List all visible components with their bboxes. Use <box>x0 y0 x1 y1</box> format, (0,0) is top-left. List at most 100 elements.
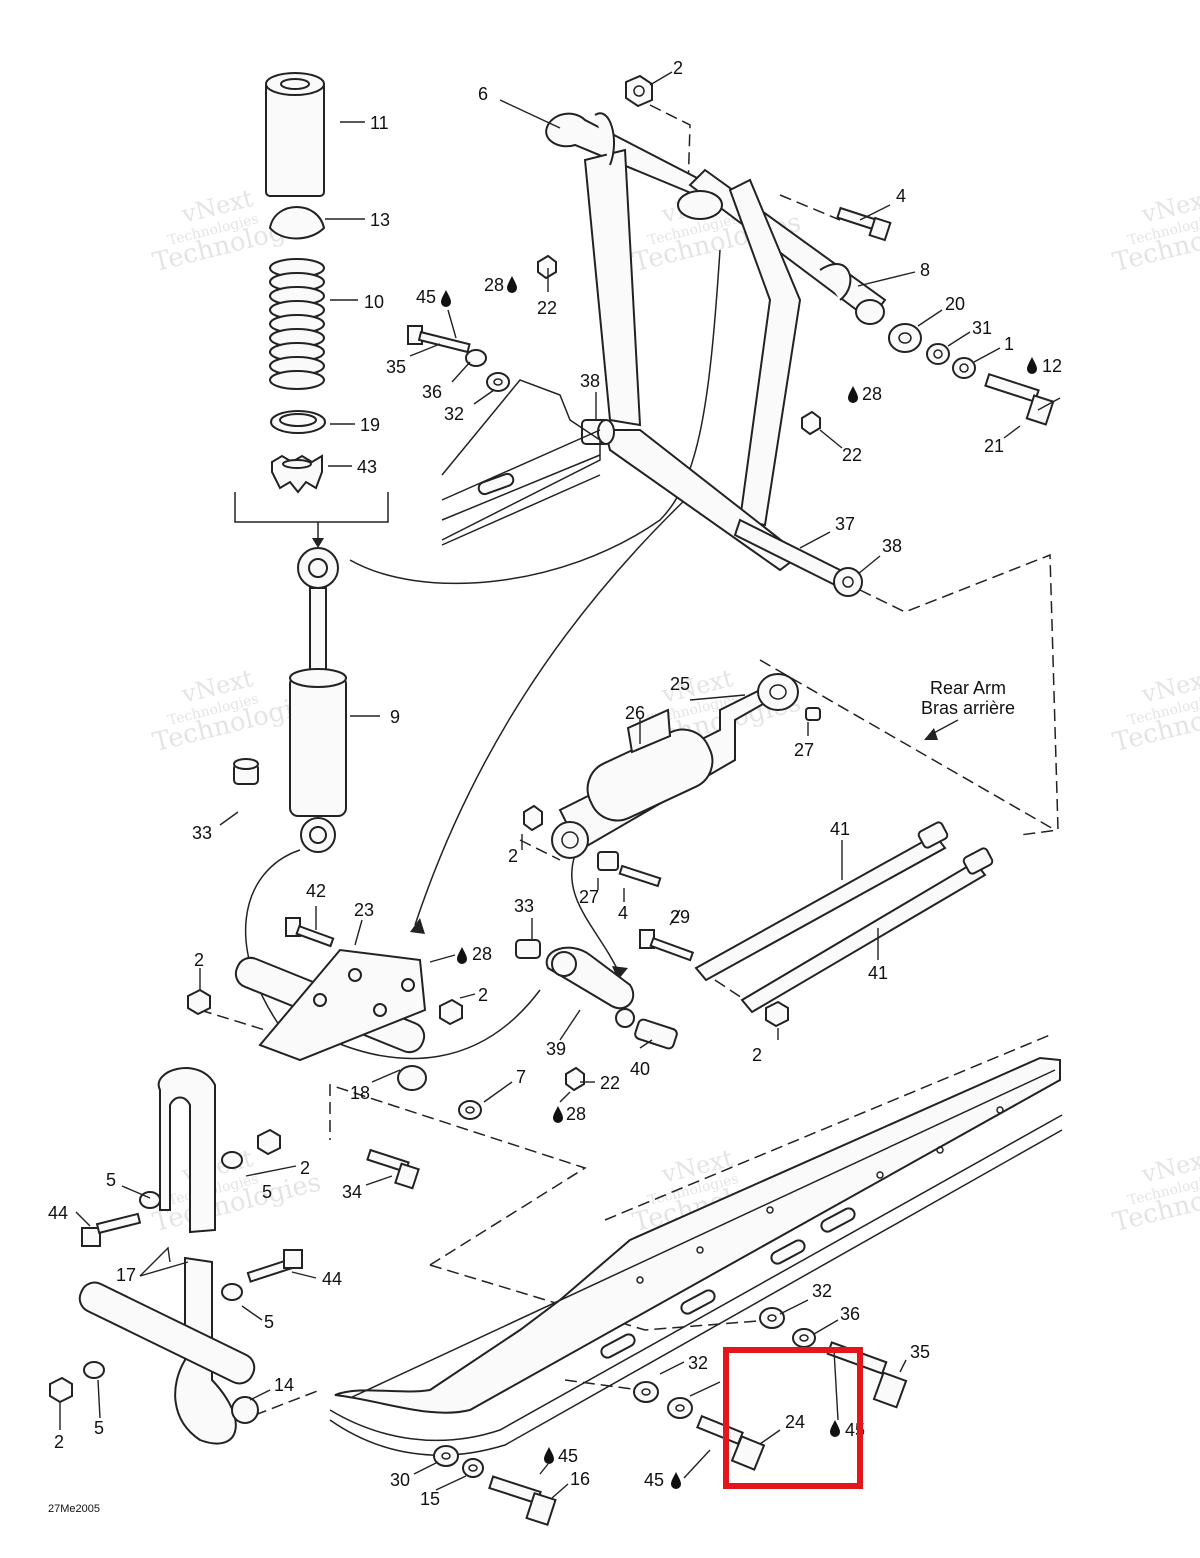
callout-label: 44 <box>322 1269 342 1289</box>
leader-lines <box>59 71 1061 1499</box>
callout-label: 36 <box>840 1304 860 1324</box>
callout-label: 22 <box>537 298 557 318</box>
callout-label: 37 <box>835 514 855 534</box>
callout-label: 10 <box>364 292 384 312</box>
linkage-arm <box>515 939 678 1092</box>
callout-label: 4 <box>618 903 628 923</box>
grease-fitting <box>537 254 557 280</box>
adjuster-nut <box>271 454 323 494</box>
callout-labels: 11 13 10 19 43 9 33 6 2 4 8 20 31 1 12 2… <box>48 58 1062 1509</box>
callout-label: 15 <box>420 1489 440 1509</box>
washer <box>486 372 510 392</box>
washer <box>667 1397 693 1419</box>
callout-label: 44 <box>48 1203 68 1223</box>
callout-label: 5 <box>94 1418 104 1438</box>
callout-label: 28 <box>472 944 492 964</box>
callout-label: 35 <box>386 357 406 377</box>
stopper-strap-assembly <box>49 1067 303 1445</box>
callout-label: 38 <box>882 536 902 556</box>
assembly-dashed-lines <box>199 104 1059 1416</box>
bolt <box>285 917 335 948</box>
callout-label: 5 <box>262 1182 272 1202</box>
spring-ring <box>270 410 326 434</box>
callout-label: 36 <box>422 382 442 402</box>
callout-label: 7 <box>516 1067 526 1087</box>
bolt <box>246 1249 303 1283</box>
lubricant-drop-icon <box>544 1447 554 1464</box>
callout-label: 25 <box>670 674 690 694</box>
front-arm-hardware <box>407 74 1055 597</box>
callout-label: 12 <box>1042 356 1062 376</box>
callout-label: 22 <box>600 1073 620 1093</box>
callout-label: 39 <box>546 1039 566 1059</box>
callout-label: 1 <box>1004 334 1014 354</box>
callout-label: 2 <box>54 1432 64 1452</box>
callout-label: 2 <box>752 1045 762 1065</box>
watermark: vNext Technologies Technologies <box>1110 664 1200 758</box>
callout-label: 35 <box>910 1342 930 1362</box>
callout-label: 2 <box>478 985 488 1005</box>
arrow-head <box>612 966 628 980</box>
callout-label: 43 <box>357 457 377 477</box>
washer <box>952 357 976 379</box>
lubricant-drop-icon <box>457 947 467 964</box>
bolt <box>696 1414 766 1471</box>
spring-cup <box>268 206 326 240</box>
callout-label: 4 <box>896 186 906 206</box>
callout-label: 33 <box>192 823 212 843</box>
callout-label: 6 <box>478 84 488 104</box>
callout-label: 14 <box>274 1375 294 1395</box>
callout-label: 31 <box>972 318 992 338</box>
callout-label: 13 <box>370 210 390 230</box>
callout-label: 18 <box>350 1083 370 1103</box>
callout-label: 11 <box>370 113 389 133</box>
callout-label: 30 <box>390 1470 410 1490</box>
upper-rail-fragment <box>441 379 601 546</box>
front-pivot-assembly <box>187 917 482 1190</box>
callout-label: 9 <box>390 707 400 727</box>
nut <box>187 988 211 1016</box>
callout-label: 19 <box>360 415 380 435</box>
callout-label: 5 <box>106 1170 116 1190</box>
nut <box>439 998 463 1026</box>
callout-label: 17 <box>116 1265 136 1285</box>
rear-arm-label: Rear Arm <box>930 678 1006 698</box>
arrow-head <box>410 918 425 934</box>
callout-label: 41 <box>830 819 850 839</box>
callout-label: 45 <box>558 1446 578 1466</box>
callout-label: 23 <box>354 900 374 920</box>
arrow-head <box>924 728 938 740</box>
callout-label: 27 <box>579 887 599 907</box>
callout-label: 5 <box>264 1312 274 1332</box>
callout-label: 34 <box>342 1182 362 1202</box>
callout-label: 8 <box>920 260 930 280</box>
bolt <box>81 1212 142 1247</box>
bolt <box>639 929 695 962</box>
callout-label: 32 <box>444 404 464 424</box>
drawing-code: 27Me2005 <box>48 1503 100 1515</box>
washer <box>633 1381 659 1403</box>
shock-boot <box>265 72 325 197</box>
nut <box>49 1376 73 1404</box>
callout-label: 22 <box>842 445 862 465</box>
bolt <box>836 206 892 242</box>
front-arm <box>545 112 887 587</box>
callout-label: 28 <box>566 1104 586 1124</box>
callout-label: 38 <box>580 371 600 391</box>
rear-arm-label-fr: Bras arrière <box>921 698 1015 718</box>
spacer <box>233 758 259 785</box>
arrow-head <box>312 538 324 548</box>
bushing <box>888 323 922 353</box>
rear-arm-note: Rear Arm Bras arrière <box>921 678 1015 740</box>
washer <box>926 343 950 365</box>
washer <box>465 349 487 367</box>
rear-shock-assembly <box>523 673 821 888</box>
nut <box>765 1000 789 1028</box>
lubricant-drop-icon <box>830 1420 840 1437</box>
washer <box>759 1307 785 1329</box>
callout-label: 32 <box>812 1281 832 1301</box>
grease-fitting <box>565 1066 585 1092</box>
lubricant-drop-icon <box>671 1472 681 1489</box>
rear-arm-rods <box>639 821 994 1028</box>
lubricant-drop-icon <box>848 386 858 403</box>
